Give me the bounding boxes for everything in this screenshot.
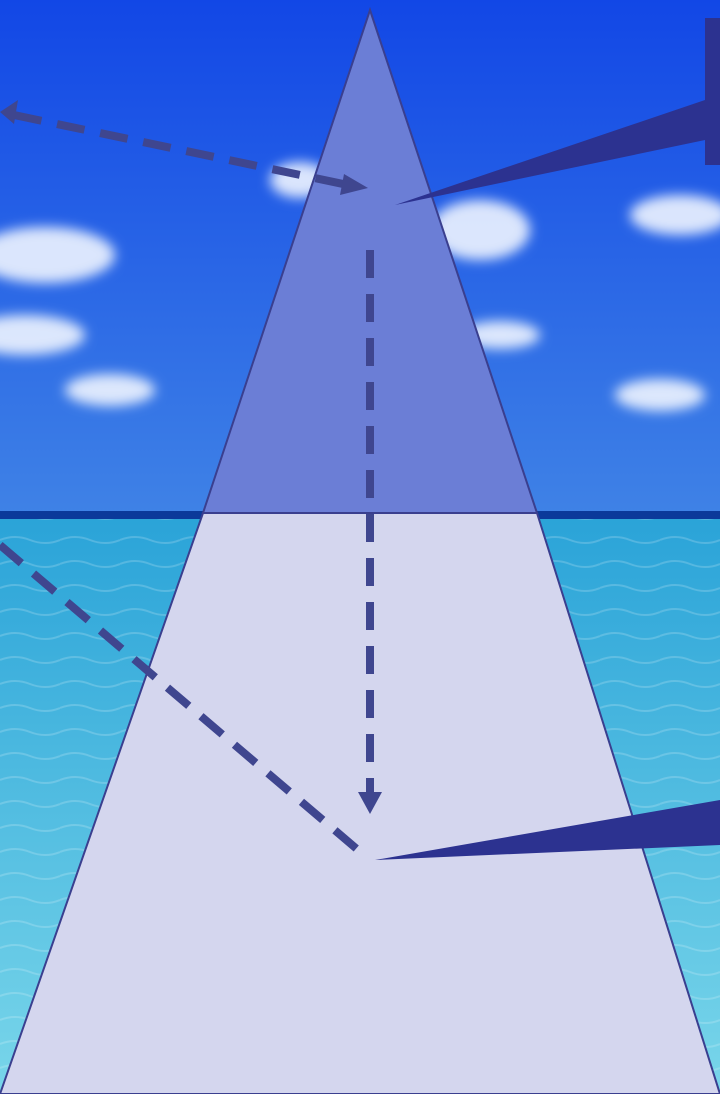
- cloud: [65, 374, 155, 406]
- cloud: [615, 379, 705, 411]
